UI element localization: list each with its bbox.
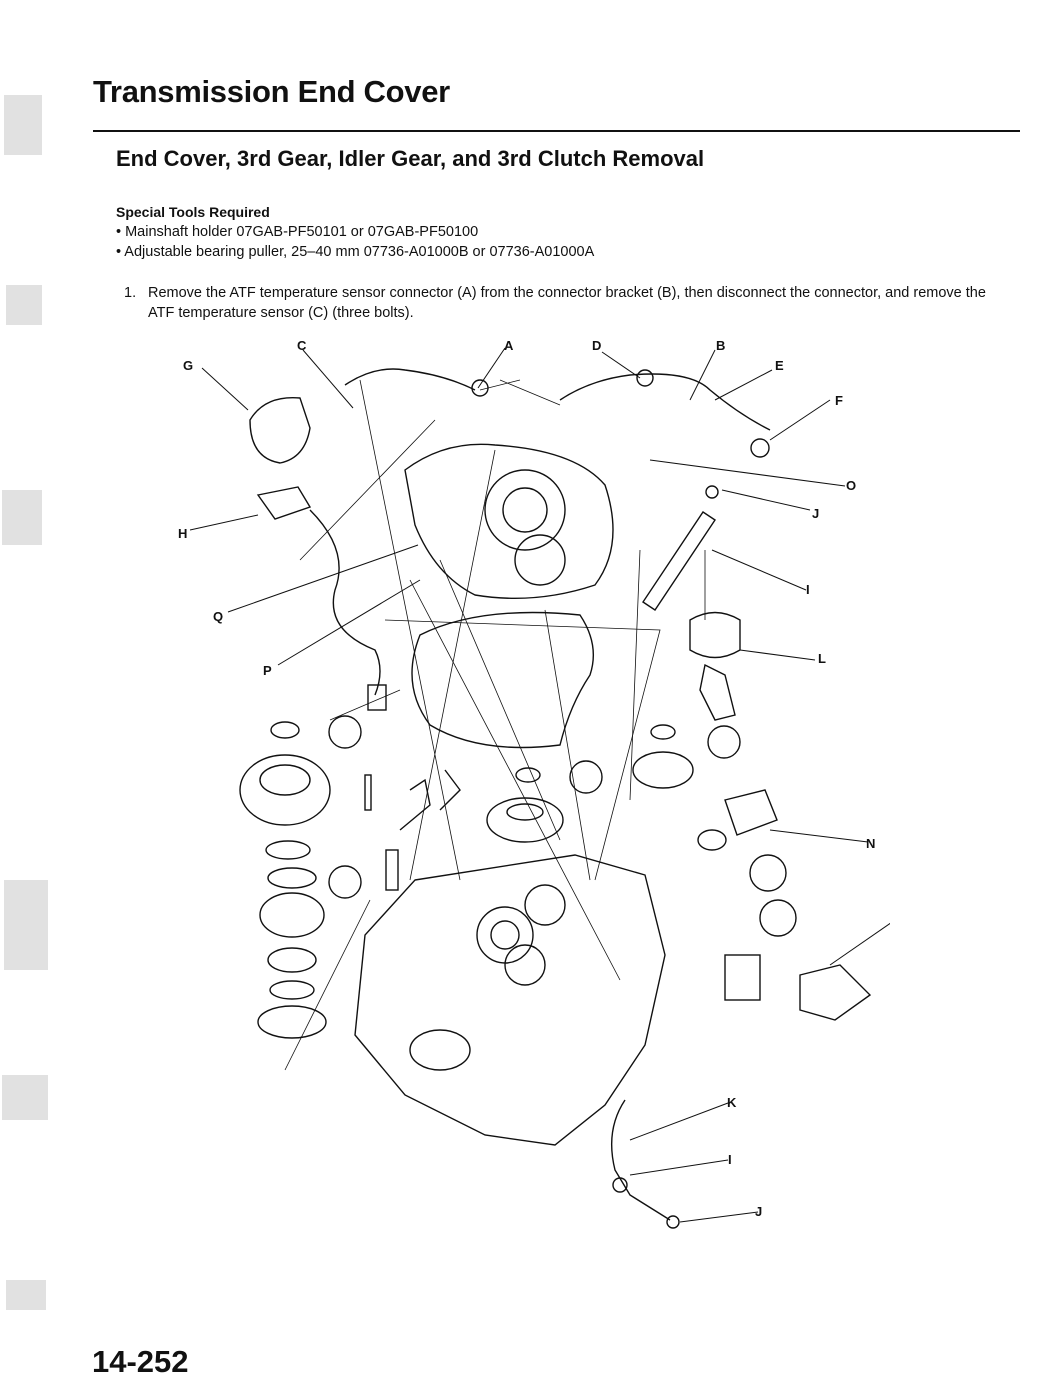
solenoid-m-part xyxy=(799,964,872,1021)
callout-label: G xyxy=(183,358,193,373)
callout-label: P xyxy=(263,663,272,678)
callout-label: I xyxy=(806,582,810,597)
cable-p-part xyxy=(309,509,381,696)
callout-label: J xyxy=(755,1204,762,1219)
callout-label: A xyxy=(504,338,514,353)
callout-label: B xyxy=(716,338,725,353)
sensor-bracket-part xyxy=(249,396,311,464)
callout-label: Q xyxy=(213,609,223,624)
special-tool-item: • Mainshaft holder 07GAB-PF50101 or 07GA… xyxy=(116,224,479,240)
callout-label: D xyxy=(592,338,601,353)
special-tools-list: • Mainshaft holder 07GAB-PF50101 or 07GA… xyxy=(116,222,594,262)
wire-harness-part xyxy=(344,368,771,431)
step-text: Remove the ATF temperature sensor connec… xyxy=(148,285,986,321)
callout-label: F xyxy=(835,393,843,408)
scan-edge-artifact xyxy=(0,0,52,1392)
sensor-h-part xyxy=(256,486,312,520)
callout-label: C xyxy=(297,338,307,353)
pipe-k-part xyxy=(610,1099,671,1221)
special-tool-item: • Adjustable bearing puller, 25–40 mm 07… xyxy=(116,244,595,260)
idler-assembly-part xyxy=(689,611,741,659)
gasket-part xyxy=(411,611,595,749)
bracket-i-part xyxy=(642,511,716,611)
callout-label: E xyxy=(775,358,784,373)
clutch-drum-part xyxy=(239,754,331,826)
title-rule xyxy=(93,130,1020,132)
step-number: 1. xyxy=(124,285,137,301)
exploded-view-diagram: A B C D E F G H I J K L M N O P Q I J xyxy=(178,338,890,1229)
callout-label: I xyxy=(728,1152,732,1167)
page-title: Transmission End Cover xyxy=(93,74,450,109)
callout-label: N xyxy=(866,836,875,851)
callout-label: L xyxy=(818,651,826,666)
special-tools-heading: Special Tools Required xyxy=(116,204,270,220)
third-gear-part xyxy=(486,797,564,843)
idler-gear-part xyxy=(632,751,694,789)
end-cover-part xyxy=(404,443,614,600)
transmission-case-part xyxy=(354,854,666,1146)
page-number: 14-252 xyxy=(92,1344,189,1379)
callout-label: H xyxy=(178,526,187,541)
callout-label: J xyxy=(812,506,819,521)
callout-label: K xyxy=(727,1095,737,1110)
diagram-callouts: A B C D E F G H I J K L M N O P Q I J xyxy=(178,338,875,1219)
section-subtitle: End Cover, 3rd Gear, Idler Gear, and 3rd… xyxy=(116,146,705,171)
callout-label: O xyxy=(846,478,856,493)
procedure-step: 1. Remove the ATF temperature sensor con… xyxy=(124,283,1014,323)
solenoid-n-part xyxy=(724,789,778,836)
